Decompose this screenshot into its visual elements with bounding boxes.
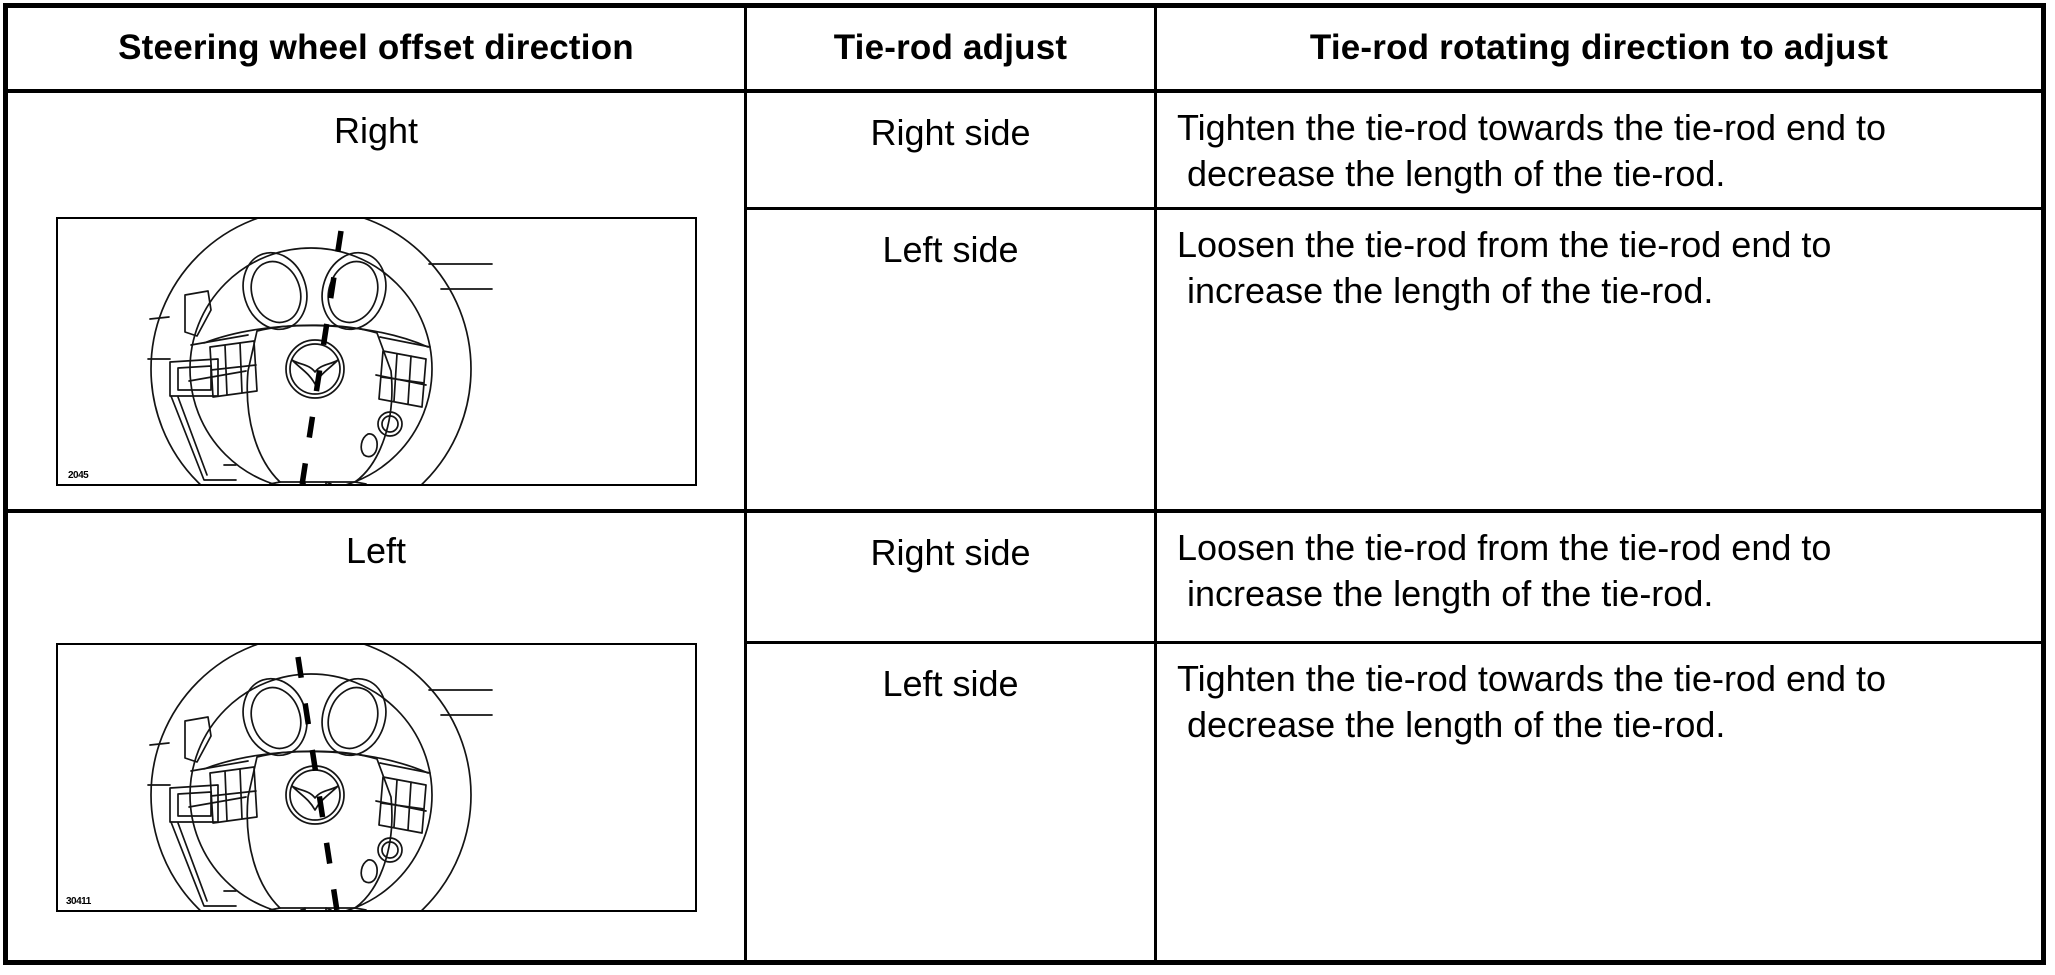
tie-rod-side-cell: Left side <box>744 207 1157 512</box>
service-manual-table-page: Steering wheel offset direction Tie-rod … <box>3 3 2046 965</box>
offset-direction-cell-left: Left 30411 <box>4 508 747 964</box>
header-tie-rod-adjust: Tie-rod adjust <box>744 4 1157 92</box>
tie-rod-side-cell: Left side <box>744 641 1157 964</box>
tie-rod-side-cell: Right side <box>744 508 1157 644</box>
tie-rod-side-label: Left side <box>882 663 1019 704</box>
offset-direction-cell-right: Right 2045 <box>4 88 747 512</box>
steering-wheel-figure-left-offset: 30411 <box>55 642 697 912</box>
table-row: Left 30411 Right side Loosen the tie-rod… <box>4 508 2045 964</box>
offset-direction-label: Left <box>345 529 407 571</box>
table-row: Right 2045 Right side Tighten the tie-ro… <box>4 88 2045 512</box>
rotating-direction-cell: Tighten the tie-rod towards the tie-rod … <box>1154 88 2045 210</box>
table-header-row: Steering wheel offset direction Tie-rod … <box>4 4 2045 92</box>
rotating-direction-cell: Loosen the tie-rod from the tie-rod end … <box>1154 508 2045 644</box>
figure-code: 2045 <box>68 470 89 481</box>
rotating-direction-cell: Tighten the tie-rod towards the tie-rod … <box>1154 641 2045 964</box>
tie-rod-side-label: Right side <box>870 531 1031 573</box>
tie-rod-side-cell: Right side <box>744 88 1157 210</box>
table-row: Left side Loosen the tie-rod from the ti… <box>6 207 2045 512</box>
tie-rod-side-label: Right side <box>870 111 1031 153</box>
table-row: Left side Tighten the tie-rod towards th… <box>6 641 2045 964</box>
tie-rod-side-label: Left side <box>882 229 1019 270</box>
steering-wheel-drawing: 2045 <box>68 219 695 484</box>
steering-wheel-drawing: 30411 <box>66 645 695 910</box>
figure-code: 30411 <box>66 896 92 907</box>
tie-rod-adjust-table: Steering wheel offset direction Tie-rod … <box>3 3 2046 965</box>
header-tie-rod-rotating-direction: Tie-rod rotating direction to adjust <box>1154 4 2045 92</box>
rotating-direction-cell: Loosen the tie-rod from the tie-rod end … <box>1154 207 2045 512</box>
header-steering-wheel-offset-direction: Steering wheel offset direction <box>4 4 747 92</box>
offset-dash-line <box>298 230 344 484</box>
steering-wheel-figure-right-offset: 2045 <box>55 216 697 486</box>
offset-direction-label: Right <box>333 109 419 151</box>
